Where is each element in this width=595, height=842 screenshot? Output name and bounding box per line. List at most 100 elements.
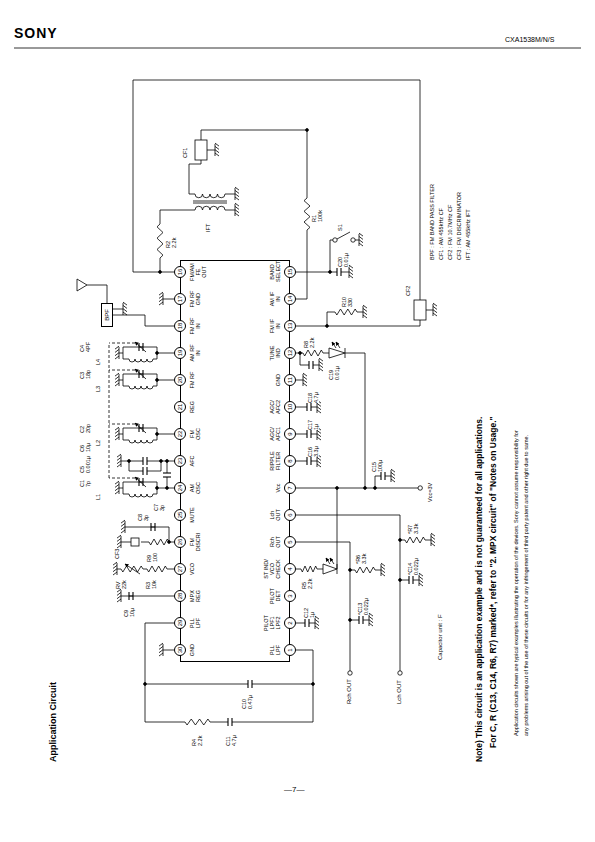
pin-number: 18 bbox=[177, 323, 183, 330]
pin-number: 6 bbox=[287, 513, 293, 516]
pin-circle: 13 bbox=[284, 320, 296, 332]
header-text: CXA1538M/N/S bbox=[505, 36, 554, 44]
wire bbox=[296, 461, 307, 462]
pin-circle: 26 bbox=[174, 536, 186, 548]
label-text: C7 3p bbox=[153, 504, 165, 511]
wire bbox=[109, 370, 135, 371]
label-text: C9 10μ bbox=[123, 608, 135, 617]
wire bbox=[157, 434, 174, 435]
ground-hatch bbox=[317, 461, 321, 464]
ground-hatch bbox=[117, 457, 121, 460]
ground-hatch bbox=[159, 299, 163, 302]
capacitor-plate bbox=[358, 616, 359, 624]
wire bbox=[153, 440, 157, 441]
wire bbox=[341, 272, 349, 273]
ground-hatch bbox=[115, 356, 119, 359]
wire bbox=[311, 407, 317, 408]
wire bbox=[296, 542, 350, 671]
wire bbox=[143, 569, 147, 570]
adjust-arrow bbox=[330, 558, 334, 564]
ground-hatch bbox=[359, 233, 363, 236]
wire bbox=[317, 569, 323, 570]
wire bbox=[153, 359, 157, 360]
header-text: SONY bbox=[14, 26, 58, 41]
ground-hatch bbox=[359, 236, 363, 239]
label-text: C18 4.7μ bbox=[307, 392, 319, 403]
led-symbol bbox=[323, 564, 337, 574]
ground-hatch bbox=[317, 407, 321, 410]
wire bbox=[119, 380, 123, 381]
ground-hatch bbox=[381, 573, 385, 576]
ground-hatch bbox=[235, 190, 239, 193]
ground-hatch bbox=[391, 479, 395, 482]
label-text: Note) This circuit is an application exa… bbox=[475, 417, 484, 762]
schematic-strokes bbox=[77, 80, 437, 726]
wire bbox=[123, 359, 129, 360]
pin-circle: 15 bbox=[284, 266, 296, 278]
wire bbox=[153, 494, 157, 495]
wire bbox=[207, 150, 215, 151]
label-text: Application Circuit bbox=[49, 682, 59, 762]
pin-number: 2 bbox=[287, 621, 293, 624]
pin-circle: 17 bbox=[174, 293, 186, 305]
capacitor-plate bbox=[308, 361, 309, 369]
wire bbox=[323, 353, 329, 354]
ground-hatch bbox=[115, 376, 119, 379]
terminal bbox=[348, 671, 352, 675]
pin-function: PILOT DET bbox=[269, 586, 281, 606]
terminal bbox=[418, 486, 422, 490]
ground-hatch bbox=[363, 315, 367, 318]
pin-number: 20 bbox=[177, 377, 183, 384]
label-text: L4 bbox=[95, 359, 101, 365]
pin-circle: 5 bbox=[284, 536, 296, 548]
pin-number: 17 bbox=[177, 296, 183, 303]
label-text: R4 2.2k bbox=[191, 736, 203, 746]
ground-hatch bbox=[115, 488, 119, 491]
label-text: L2 bbox=[95, 440, 101, 446]
ground-hatch bbox=[359, 243, 363, 246]
ground-hatch bbox=[115, 380, 119, 383]
wire bbox=[300, 353, 301, 365]
resistor-symbol bbox=[157, 224, 163, 258]
wire bbox=[225, 194, 235, 195]
pin-number: 22 bbox=[177, 431, 183, 438]
wire bbox=[160, 258, 161, 272]
wire bbox=[123, 440, 129, 441]
wire bbox=[375, 476, 381, 477]
label-text: Lch OUT bbox=[396, 680, 403, 704]
pin-number: 25 bbox=[177, 512, 183, 519]
ground-hatch bbox=[115, 430, 119, 433]
ground-hatch bbox=[391, 476, 395, 479]
wire bbox=[160, 210, 195, 224]
wire bbox=[385, 476, 391, 477]
ground-hatch bbox=[349, 265, 353, 268]
pin-function: Vcc bbox=[275, 478, 281, 498]
ground-hatch bbox=[433, 303, 437, 306]
pin-circle: 27 bbox=[174, 563, 186, 575]
antenna-symbol bbox=[77, 279, 87, 291]
wire bbox=[109, 478, 135, 479]
wire bbox=[400, 580, 409, 581]
ground-hatch bbox=[419, 580, 423, 583]
pin-function: AM OSC bbox=[189, 478, 201, 498]
label-text: Application circuits shown are typical e… bbox=[513, 430, 519, 736]
wire bbox=[157, 347, 158, 359]
ground-hatch bbox=[235, 206, 239, 209]
pin-circle: 4 bbox=[284, 563, 296, 575]
ground-hatch bbox=[369, 613, 373, 616]
ground-hatch bbox=[115, 481, 119, 484]
junction-dot bbox=[144, 683, 147, 686]
ground-hatch bbox=[315, 626, 319, 629]
wire bbox=[337, 488, 338, 569]
label-text: R9 100 bbox=[146, 553, 158, 562]
label-text: CF2 bbox=[405, 286, 411, 296]
label-text: C6 10μ bbox=[79, 443, 91, 452]
ground-hatch bbox=[115, 373, 119, 376]
ground-hatch bbox=[319, 358, 323, 361]
wire bbox=[153, 386, 157, 387]
pin-function: FM RF IN bbox=[189, 316, 201, 336]
ground-hatch bbox=[315, 619, 319, 622]
ground-hatch bbox=[419, 576, 423, 579]
switch-blade bbox=[337, 232, 350, 239]
resistor-symbol bbox=[303, 350, 323, 356]
